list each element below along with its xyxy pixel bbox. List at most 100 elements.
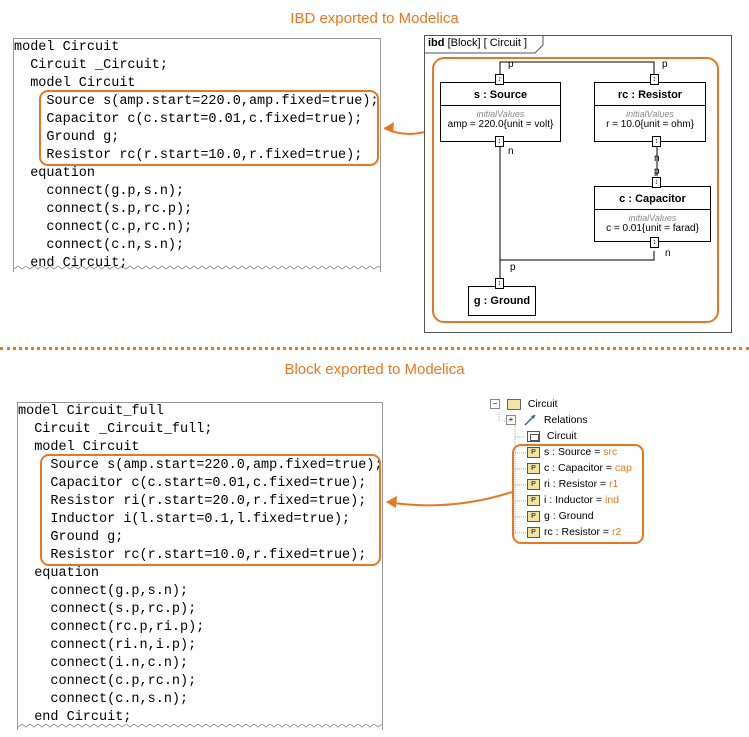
code-line: connect(g.p,s.n);: [14, 184, 185, 199]
tree-part-name: rc : Resistor =: [544, 526, 612, 539]
code-line: Source s(amp.start=220.0,amp.fixed=true)…: [18, 458, 383, 473]
ibd-diagram-frame: ibd [Block] [ Circuit ] s : Source initi…: [424, 35, 732, 333]
torn-edge: [18, 724, 382, 728]
code-line: model Circuit: [14, 76, 136, 91]
tree-part-type: r2: [611, 526, 622, 539]
tree-node-relations[interactable]: + Relations: [506, 414, 588, 430]
part-source-name: s : Source: [473, 89, 528, 101]
code-line: Source s(amp.start=220.0,amp.fixed=true)…: [14, 94, 379, 109]
part-ground-name: g : Ground: [473, 295, 531, 307]
part-property-icon: P: [527, 446, 540, 458]
ibd-wires: [499, 61, 658, 278]
code-line: connect(s.p,rc.p);: [18, 602, 197, 617]
code-line: Resistor ri(r.start=20.0,r.fixed=true);: [18, 494, 367, 509]
port-capacitor-n[interactable]: ↕: [650, 237, 659, 248]
tree-node-circuit-block[interactable]: − Circuit: [490, 398, 558, 414]
tree-part-name: c : Capacitor =: [544, 462, 615, 475]
tree-part-type: ind: [605, 494, 620, 507]
part-property-icon: P: [527, 462, 540, 474]
part-resistor-name: rc : Resistor: [617, 89, 683, 101]
collapse-icon[interactable]: −: [490, 399, 500, 410]
port-ground-p[interactable]: ↕: [495, 278, 504, 289]
part-ground[interactable]: g : Ground: [468, 286, 536, 316]
part-capacitor-separator: [595, 209, 710, 210]
part-source-separator: [441, 105, 560, 106]
part-capacitor-name: c : Capacitor: [619, 193, 686, 205]
code-line: connect(c.p,rc.n);: [18, 674, 197, 689]
part-source-value: amp = 220.0{unit = volt}: [447, 119, 554, 130]
part-capacitor[interactable]: c : Capacitor initialValues c = 0.01{uni…: [594, 186, 711, 242]
tree-part-name: s : Source =: [544, 446, 604, 459]
code-line: Circuit _Circuit;: [14, 58, 168, 73]
part-resistor-value: r = 10.0{unit = ohm}: [606, 119, 694, 130]
code-line: connect(c.n,s.n);: [14, 238, 185, 253]
code-line: model Circuit_full: [18, 404, 164, 419]
frame-tab-text: [Block] [ Circuit ]: [447, 37, 528, 49]
port-label-ground-p: p: [510, 262, 516, 273]
section-divider: [0, 347, 749, 350]
part-source-initial-values-label: initialValues: [476, 109, 525, 119]
part-property-icon: P: [527, 526, 540, 538]
block-export-heading: Block exported to Modelica: [284, 361, 465, 378]
port-label-resistor-n: n: [654, 153, 660, 164]
wire-s-p-rc-p: [499, 61, 655, 74]
ibd-highlight-outline: [432, 57, 719, 323]
port-label-capacitor-p: p: [654, 166, 660, 177]
code-line: connect(i.n,c.n);: [18, 656, 189, 671]
part-resistor-initial-values-label: initialValues: [626, 109, 674, 119]
port-source-p[interactable]: ↕: [495, 74, 504, 85]
code-line: Ground g;: [18, 530, 124, 545]
part-property-icon: P: [527, 510, 540, 522]
wire-c-n-s-n: [500, 251, 655, 261]
port-label-source-n: n: [508, 146, 514, 157]
code-line: Ground g;: [14, 130, 120, 145]
tree-part-name: ri : Resistor =: [544, 478, 610, 491]
frame-tab: ibd [Block] [ Circuit ]: [425, 36, 531, 51]
port-capacitor-p[interactable]: ↕: [652, 177, 661, 188]
code-line: connect(g.p,s.n);: [18, 584, 189, 599]
part-property-icon: P: [527, 478, 540, 490]
code-line: Capacitor c(c.start=0.01,c.fixed=true);: [14, 112, 363, 127]
frame-tab-outline: [425, 36, 544, 54]
port-label-resistor-p: p: [662, 59, 668, 70]
code-line: connect(ri.n,i.p);: [18, 638, 197, 653]
tree-part-type: src: [603, 446, 618, 459]
port-resistor-n[interactable]: ↕: [652, 136, 661, 147]
code-line: Capacitor c(c.start=0.01,c.fixed=true);: [18, 476, 367, 491]
part-capacitor-value: c = 0.01{unit = farad}: [606, 223, 699, 234]
code-line: equation: [14, 166, 96, 181]
code-line: Resistor rc(r.start=10.0,r.fixed=true);: [14, 148, 363, 163]
tree-part-name: i : Inductor =: [544, 494, 605, 507]
highlight-box-tree-parts: [512, 444, 644, 544]
code-line: Inductor i(l.start=0.1,l.fixed=true);: [18, 512, 351, 527]
ibd-export-heading: IBD exported to Modelica: [290, 10, 459, 27]
modelica-code-panel-ibd: model Circuit Circuit _Circuit; model Ci…: [13, 38, 381, 272]
code-line: connect(rc.p,ri.p);: [18, 620, 205, 635]
code-line: end Circuit;: [18, 710, 132, 725]
part-property-icon: P: [527, 494, 540, 506]
highlight-box-block-components: [40, 454, 381, 566]
expand-icon[interactable]: +: [506, 415, 516, 426]
port-resistor-p[interactable]: ↕: [650, 74, 659, 85]
code-line: equation: [18, 566, 100, 581]
code-line: model Circuit: [18, 440, 140, 455]
port-source-n[interactable]: ↕: [495, 136, 504, 147]
tree-label-circuit: Circuit: [527, 398, 558, 411]
tree-part-name: g : Ground: [544, 510, 594, 523]
tree-part-type: cap: [614, 462, 632, 475]
port-label-capacitor-n: n: [665, 248, 671, 259]
tree-label-relations: Relations: [543, 414, 588, 427]
code-line: end Circuit;: [14, 256, 128, 271]
code-line: connect(c.p,rc.n);: [14, 220, 193, 235]
code-line: connect(c.n,s.n);: [18, 692, 189, 707]
port-label-source-p: p: [508, 59, 514, 70]
part-resistor[interactable]: rc : Resistor initialValues r = 10.0{uni…: [594, 82, 706, 142]
tree-node-ibd-diagram[interactable]: Circuit: [527, 430, 577, 446]
